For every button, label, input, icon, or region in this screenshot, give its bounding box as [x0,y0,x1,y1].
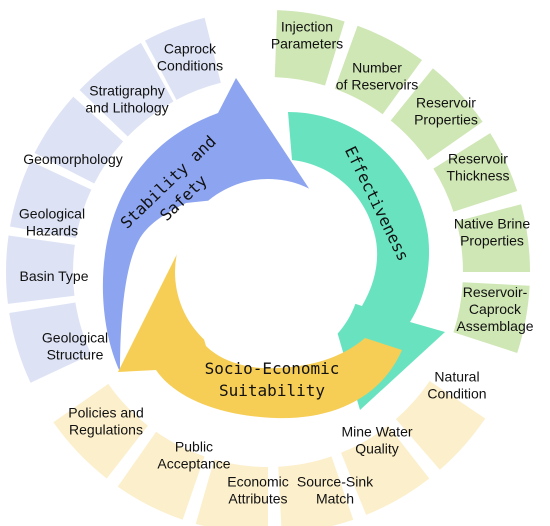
socio-label-1-line-1: Natural [434,369,479,385]
effectiveness-segment-4 [433,133,518,212]
effectiveness-label-4-line-1: Reservoir [448,151,508,167]
stability-label-2-line-2: and Lithology [85,100,168,116]
stability-label-5-line-1: Basin Type [19,268,88,284]
stability-label-6-line-1: Geological [42,330,108,346]
stability-label-5: Basin Type [19,268,88,284]
socio-label-3-line-1: Source-Sink [297,474,374,490]
effectiveness-label-5-line-1: Native Brine [454,216,530,232]
socio-segment-5 [117,431,205,520]
socio-segment-6 [53,383,148,479]
socio-segment-3 [278,456,354,526]
stability-segment-3 [34,96,124,184]
socio-title-line-2: Suitability [219,381,325,400]
effectiveness-segment-1 [274,10,345,86]
stability-label-3-line-1: Geomorphology [23,151,123,167]
stability-label-4-line-1: Geological [19,206,85,222]
effectiveness-label-1-line-2: Parameters [271,36,343,52]
stability-segment-6 [9,302,92,383]
socio-label-1-line-2: Condition [427,386,486,402]
socio-label-2-line-1: Mine Water [341,424,412,440]
socio-label-3-line-2: Match [316,491,354,507]
stability-segment-1 [144,17,221,100]
effectiveness-arrow [288,112,445,410]
socio-label-5-line-1: Public [175,439,213,455]
effectiveness-label-2-line-2: of Reservoirs [336,77,418,93]
stability-label-4-line-2: Hazards [26,223,78,239]
effectiveness-segment-3 [390,68,483,161]
effectiveness-label-1-line-1: Injection [281,19,333,35]
effectiveness-label-2-line-1: Number [352,60,402,76]
stability-label-1-line-2: Conditions [157,58,223,74]
effectiveness-label-3-line-2: Properties [414,112,478,128]
socio-segment-2 [341,425,430,515]
stability-segment-5 [5,235,75,304]
socio-title-line-1: Socio-Economic [205,359,340,378]
effectiveness-segment-6 [453,282,530,353]
effectiveness-label-4-line-2: Thickness [446,168,509,184]
stability-arrow [102,78,310,372]
socio-segment-1 [395,381,486,470]
stability-label-3: Geomorphology [23,151,123,167]
socio-label-2-line-2: Quality [355,441,399,457]
effectiveness-segment-5 [456,204,530,272]
effectiveness-label-6-line-3: Assemblage [456,318,533,334]
stability-label-2-line-1: Stratigraphy [89,83,164,99]
socio-label-5-line-2: Acceptance [157,456,230,472]
socio-label-4-line-2: Attributes [228,491,287,507]
socio-segment-4 [195,459,268,526]
socio-label-4-line-1: Economic [227,474,288,490]
socio-label-6-line-1: Policies and [68,405,144,421]
center-circle [175,179,361,365]
effectiveness-label-5-line-2: Properties [460,233,524,249]
stability-label-6-line-2: Structure [47,347,104,363]
stability-segment-4 [9,161,92,239]
effectiveness-segment-2 [334,25,422,115]
effectiveness-label-6-line-1: Reservoir- [463,284,528,300]
effectiveness-label-3-line-1: Reservoir [416,95,476,111]
stability-label-1-line-1: Caprock [164,41,217,57]
socio-label-6-line-2: Regulations [69,422,143,438]
outer-ring [5,10,530,526]
effectiveness-label-6-line-2: Caprock [469,301,522,317]
stability-segment-2 [79,42,174,137]
